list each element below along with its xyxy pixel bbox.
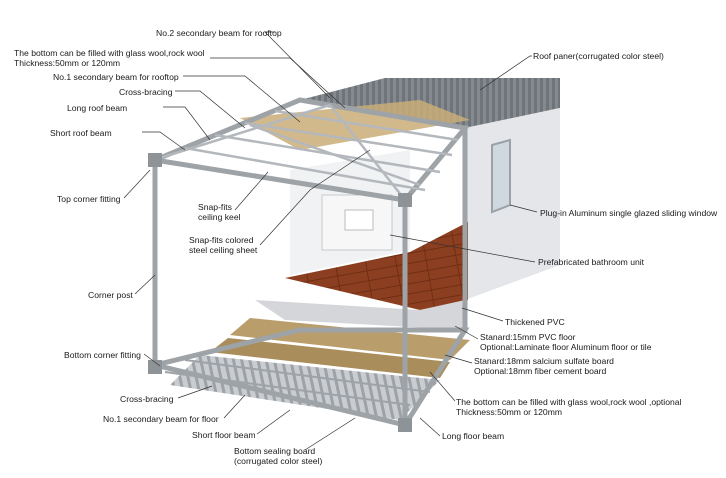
- label-bottom-fill-floor-2: Thickness:50mm or 120mm: [456, 407, 563, 417]
- leader-lines: [123, 31, 538, 451]
- label-snap-fits-sheet-1: Snap-fits colored: [189, 235, 254, 245]
- label-thickened-pvc: Thickened PVC: [505, 317, 565, 327]
- roof-insulation: [240, 100, 470, 150]
- wood-floor: [285, 222, 468, 310]
- label-board-1: Stanard:18mm salcium sulfate board: [474, 356, 614, 366]
- label-snap-fits-sheet-2: steel ceiling sheet: [189, 245, 258, 255]
- label-board-2: Optional:18mm fiber cement board: [474, 366, 607, 376]
- label-cross-bracing-top: Cross-bracing: [119, 87, 173, 97]
- top-corner-fitting-shape: [148, 153, 162, 167]
- label-no1-secondary-beam-floor: No.1 secondary beam for floor: [103, 414, 219, 424]
- label-corner-post: Corner post: [88, 290, 133, 300]
- label-cross-bracing-bottom: Cross-bracing: [120, 394, 174, 404]
- floor-insulation-2: [210, 338, 450, 378]
- label-bottom-sealing-board-1: Bottom sealing board: [234, 446, 316, 456]
- label-snap-fits-keel-2: ceiling keel: [198, 212, 241, 222]
- pvc-floor: [255, 300, 465, 330]
- label-short-roof-beam: Short roof beam: [50, 128, 112, 138]
- label-bathroom-unit: Prefabricated bathroom unit: [538, 257, 645, 267]
- label-bottom-corner-fitting: Bottom corner fitting: [64, 350, 141, 360]
- label-sliding-window: Plug-in Aluminum single glazed sliding w…: [540, 208, 718, 218]
- label-no1-secondary-beam-rooftop: No.1 secondary beam for rooftop: [53, 72, 179, 82]
- bottom-grate: [170, 355, 440, 420]
- label-bottom-fill-roof-2: Thickness:50mm or 120mm: [14, 58, 121, 68]
- label-snap-fits-keel-1: Snap-fits: [198, 202, 232, 212]
- label-pvc-floor-2: Optional:Laminate floor Aluminum floor o…: [480, 342, 652, 352]
- label-pvc-floor-1: Stanard:15mm PVC floor: [480, 332, 576, 342]
- roof-panel: [300, 78, 560, 128]
- label-roof-panel: Roof paner(corrugated color steel): [533, 51, 664, 61]
- floor-insulation-1: [230, 318, 470, 360]
- floor-secondary-beams: [164, 359, 431, 406]
- roof-secondary-beams: [159, 103, 459, 201]
- back-wall: [465, 108, 560, 300]
- label-top-corner-fitting: Top corner fitting: [57, 194, 121, 204]
- sliding-window-shape: [491, 138, 511, 214]
- label-long-roof-beam: Long roof beam: [67, 103, 128, 113]
- label-short-floor-beam: Short floor beam: [192, 430, 256, 440]
- label-bottom-sealing-board-2: (corrugated color steel): [234, 456, 323, 466]
- bottom-corner-fitting-shape: [148, 360, 162, 374]
- label-long-floor-beam: Long floor beam: [442, 431, 505, 441]
- label-no2-secondary-beam-rooftop: No.2 secondary beam for rooftop: [156, 28, 282, 38]
- label-bottom-fill-roof-1: The bottom can be filled with glass wool…: [14, 48, 205, 58]
- label-bottom-fill-floor-1: The bottom can be filled with glass wool…: [456, 397, 682, 407]
